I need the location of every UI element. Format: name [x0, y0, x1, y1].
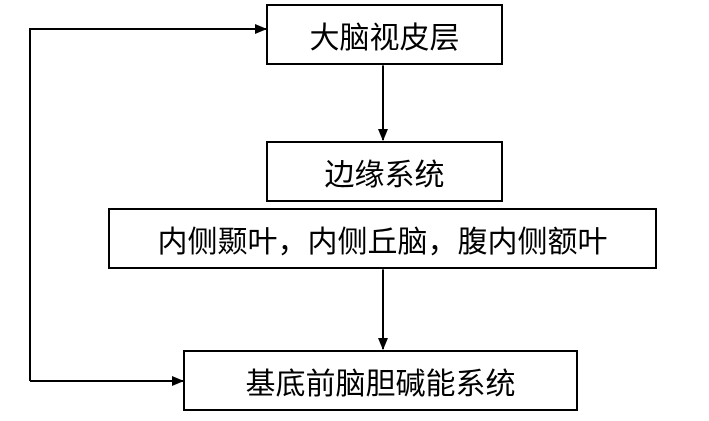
node-visual-cortex: 大脑视皮层: [266, 4, 503, 65]
node-limbic-system: 边缘系统: [266, 141, 503, 202]
node-medial-structures-label: 内侧颞叶，内侧丘脑，腹内侧额叶: [157, 224, 608, 260]
node-medial-structures: 内侧颞叶，内侧丘脑，腹内侧额叶: [108, 208, 657, 269]
feedback-loop-line: [29, 24, 267, 381]
node-limbic-system-label: 边缘系统: [324, 157, 445, 193]
node-basal-forebrain: 基底前脑胆碱能系统: [183, 350, 578, 411]
node-basal-forebrain-label: 基底前脑胆碱能系统: [245, 366, 516, 402]
node-visual-cortex-label: 大脑视皮层: [309, 20, 460, 56]
